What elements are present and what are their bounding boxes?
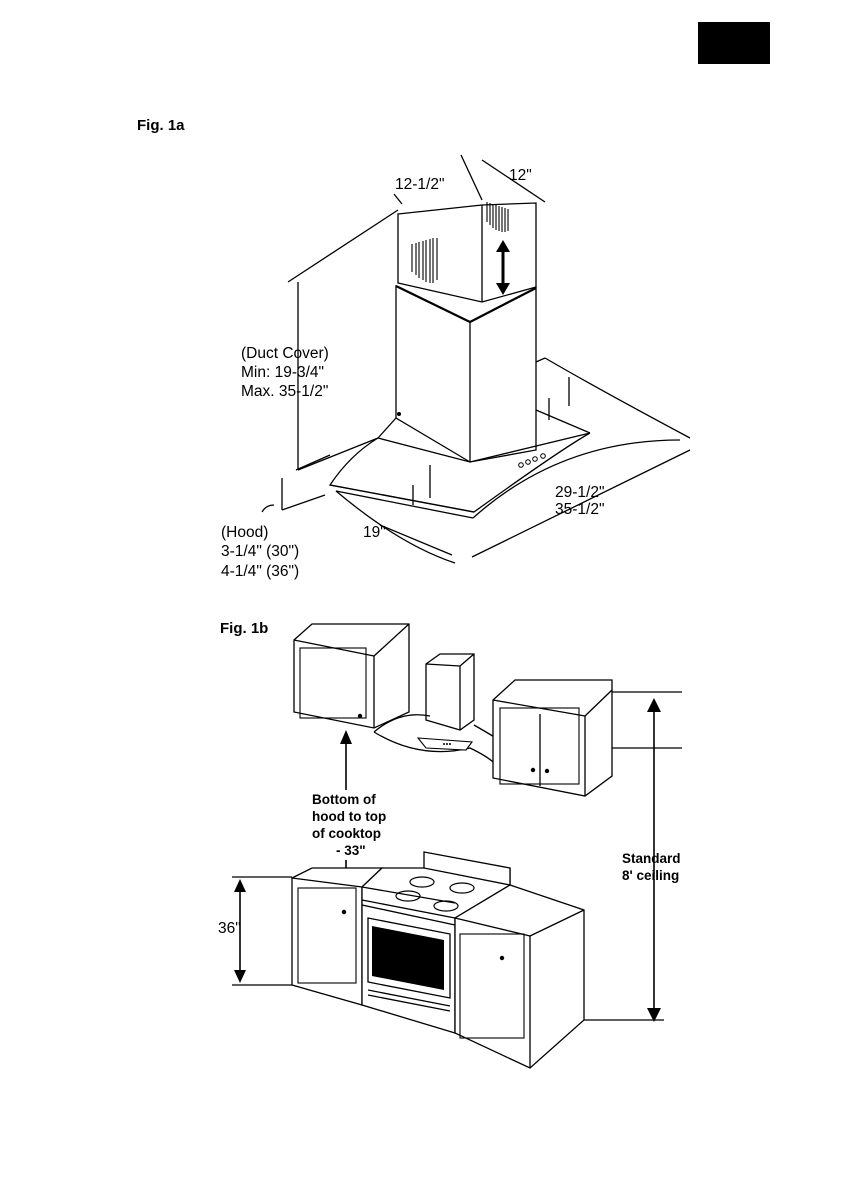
counter-height-label: 36" (218, 920, 241, 938)
ceiling-line-1: Standard (622, 851, 681, 867)
clearance-line-4: - 33" (336, 843, 366, 859)
counter-height-dimension (232, 877, 292, 985)
base-cabinet-right (455, 885, 584, 1068)
upper-cabinet-left (294, 624, 409, 728)
clearance-line-1: Bottom of (312, 792, 376, 808)
upper-cabinet-right (493, 680, 612, 796)
ceiling-line-2: 8' ceiling (622, 868, 679, 884)
clearance-line-3: of cooktop (312, 826, 381, 842)
chimney (426, 654, 474, 730)
clearance-line-2: hood to top (312, 809, 386, 825)
